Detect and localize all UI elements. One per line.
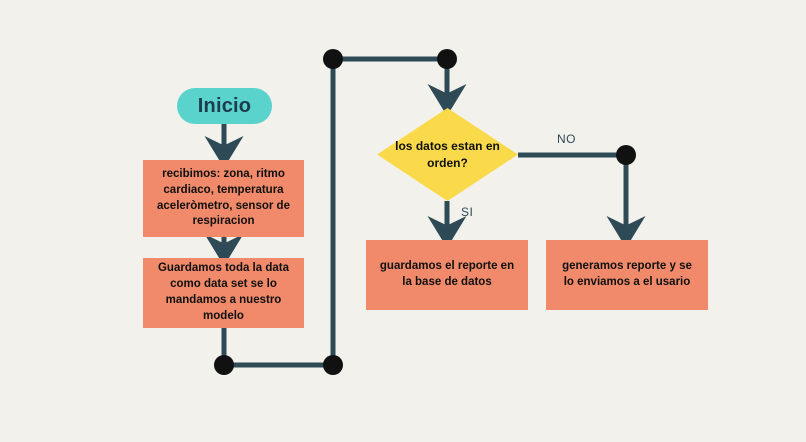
node-start[interactable]: Inicio xyxy=(177,88,272,124)
junction-bottom-left-dot xyxy=(214,355,234,375)
node-process-receive[interactable]: recibimos: zona, ritmo cardiaco, tempera… xyxy=(143,160,304,237)
junction-no-branch-dot xyxy=(616,145,636,165)
yes-label: SI xyxy=(461,205,474,219)
no-label: NO xyxy=(557,132,576,146)
node-decision-order-label: los datos estan en orden? xyxy=(395,139,500,170)
node-process-send-user[interactable]: generamos reporte y se lo enviamos a el … xyxy=(546,240,708,310)
node-process-store-label: Guardamos toda la data como data set se … xyxy=(157,262,289,322)
node-process-save-db-label: guardamos el reporte en la base de datos xyxy=(379,260,515,288)
node-process-store[interactable]: Guardamos toda la data como data set se … xyxy=(143,258,304,328)
node-process-send-user-label: generamos reporte y se lo enviamos a el … xyxy=(562,260,692,288)
node-start-label: Inicio xyxy=(197,94,252,117)
junction-dots xyxy=(214,49,636,375)
junction-top-left-dot xyxy=(323,49,343,69)
node-process-receive-label: recibimos: zona, ritmo cardiaco, tempera… xyxy=(157,167,290,228)
junction-top-right-dot xyxy=(437,49,457,69)
junction-bottom-right-dot xyxy=(323,355,343,375)
node-decision-order[interactable]: los datos estan en orden? xyxy=(377,108,518,201)
node-process-save-db[interactable]: guardamos el reporte en la base de datos xyxy=(366,240,528,310)
